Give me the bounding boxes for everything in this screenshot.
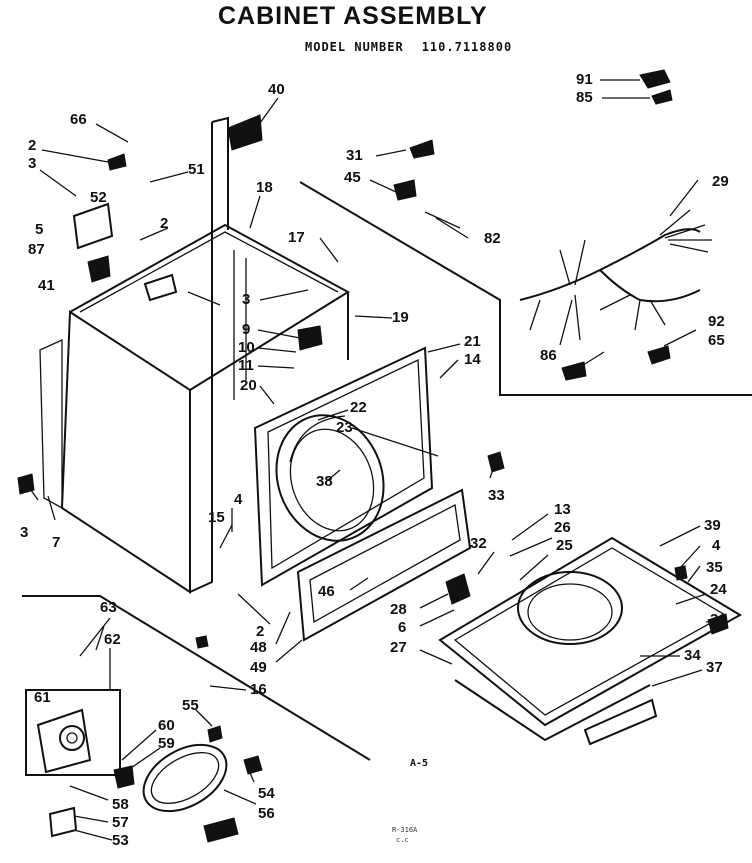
part-label-36: 36 xyxy=(710,611,727,628)
part-label-29: 29 xyxy=(712,173,729,190)
footer-code: R-316A xyxy=(392,826,418,834)
cabinet-body xyxy=(39,116,350,594)
part-label-25: 25 xyxy=(556,537,573,554)
part-label-35: 35 xyxy=(706,559,723,576)
part-label-58: 58 xyxy=(112,796,129,813)
drive-belt xyxy=(142,743,228,813)
part-label-63: 63 xyxy=(100,599,117,616)
part-label-54: 54 xyxy=(258,785,275,802)
part-label-10: 10 xyxy=(238,339,255,356)
model-number-value: 110.7118800 xyxy=(421,40,513,54)
part-label-49: 49 xyxy=(250,659,267,676)
part-label-45: 45 xyxy=(344,169,361,186)
part-label-92: 92 xyxy=(708,313,725,330)
part-label-27: 27 xyxy=(390,639,407,656)
toe-kick-panel xyxy=(296,488,472,642)
part-label-11: 11 xyxy=(238,357,254,374)
part-label-16: 16 xyxy=(250,681,267,698)
part-label-3-top: 3 xyxy=(28,155,37,172)
part-label-62: 62 xyxy=(104,631,121,648)
part-label-53: 53 xyxy=(112,832,129,849)
part-label-32: 32 xyxy=(470,535,487,552)
part-label-39: 39 xyxy=(704,517,721,534)
part-label-2-top: 2 xyxy=(28,137,37,154)
part-label-51: 51 xyxy=(188,161,205,178)
part-label-85: 85 xyxy=(576,89,593,106)
part-label-2-mid: 2 xyxy=(160,215,169,232)
part-label-28: 28 xyxy=(390,601,407,618)
part-label-4-left: 4 xyxy=(234,491,243,508)
part-label-31: 31 xyxy=(346,147,363,164)
part-label-37: 37 xyxy=(706,659,723,676)
part-label-46: 46 xyxy=(318,583,335,600)
motor-section-divider xyxy=(22,595,371,761)
part-label-13: 13 xyxy=(554,501,571,518)
part-label-91: 91 xyxy=(576,71,593,88)
part-label-52: 52 xyxy=(90,189,107,206)
part-label-2-bottom: 2 xyxy=(256,623,265,640)
model-number-line: MODEL NUMBER 110.7118800 xyxy=(305,40,530,54)
part-label-24: 24 xyxy=(710,581,727,598)
part-label-59: 59 xyxy=(158,735,175,752)
part-label-57: 57 xyxy=(112,814,129,831)
footer-code-sub: c.c xyxy=(396,836,409,844)
part-label-66: 66 xyxy=(70,111,87,128)
wiring-harness xyxy=(519,209,712,346)
part-label-61: 61 xyxy=(34,689,51,706)
small-hardware xyxy=(17,69,729,843)
part-label-87: 87 xyxy=(28,241,45,258)
part-label-5: 5 xyxy=(35,221,44,238)
part-label-3-mid: 3 xyxy=(242,291,251,308)
part-label-4-right: 4 xyxy=(712,537,721,554)
part-label-14: 14 xyxy=(464,351,481,368)
part-label-86: 86 xyxy=(540,347,557,364)
part-label-20: 20 xyxy=(240,377,257,394)
part-label-23: 23 xyxy=(336,419,353,436)
part-label-33: 33 xyxy=(488,487,505,504)
part-label-48: 48 xyxy=(250,639,267,656)
part-label-40: 40 xyxy=(268,81,285,98)
part-label-19: 19 xyxy=(392,309,409,326)
part-label-21: 21 xyxy=(464,333,481,350)
page-reference: A-5 xyxy=(410,758,429,769)
diagram-title: CABINET ASSEMBLY xyxy=(218,2,488,30)
part-label-26: 26 xyxy=(554,519,571,536)
part-label-9: 9 xyxy=(242,321,251,338)
wiring-section-divider xyxy=(299,181,752,396)
model-number-label: MODEL NUMBER xyxy=(305,40,404,54)
part-label-38: 38 xyxy=(316,473,333,490)
part-label-3-left: 3 xyxy=(20,524,29,541)
part-label-41: 41 xyxy=(38,277,55,294)
part-label-65: 65 xyxy=(708,332,725,349)
part-label-6: 6 xyxy=(398,619,407,636)
front-panel xyxy=(253,346,434,587)
leader-lines xyxy=(27,79,725,841)
cabinet-top xyxy=(438,536,742,746)
part-label-82: 82 xyxy=(484,230,501,247)
part-label-22: 22 xyxy=(350,399,367,416)
part-label-34: 34 xyxy=(684,647,701,664)
part-label-17: 17 xyxy=(288,229,305,246)
part-label-15: 15 xyxy=(208,509,225,526)
part-label-55: 55 xyxy=(182,697,199,714)
part-label-60: 60 xyxy=(158,717,175,734)
part-label-18: 18 xyxy=(256,179,273,196)
motor xyxy=(25,689,121,776)
part-label-56: 56 xyxy=(258,805,275,822)
part-label-7: 7 xyxy=(52,534,61,551)
